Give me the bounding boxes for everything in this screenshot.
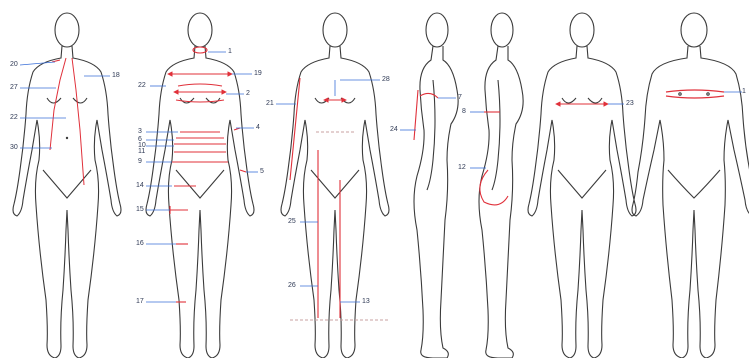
label-1: 1 [228,48,232,56]
label-30: 30 [10,144,18,152]
label-9: 9 [138,158,142,166]
label-5: 5 [260,168,264,176]
label-23: 23 [626,100,634,108]
label-3: 3 [138,128,142,136]
label-13: 13 [362,298,370,306]
label-26: 26 [288,282,296,290]
label-14: 14 [136,182,144,190]
figure-3-measurements [290,78,390,320]
label-18: 18 [112,72,120,80]
label-11: 11 [138,148,145,156]
figure-1-measurements [50,58,84,185]
label-16: 16 [136,240,144,248]
label-22: 22 [10,114,18,122]
figure-3-female-front [281,13,389,358]
figure-5-female-side [479,13,523,358]
figure-2-female-front [146,13,254,358]
figure-3-leaders [276,80,380,302]
label-4: 4 [256,124,260,132]
label-15: 15 [136,206,144,214]
label-25: 25 [288,218,296,226]
figure-7-measurements [666,90,724,98]
figure-6-female-back [528,13,636,358]
label-24: 24 [390,126,398,134]
label-12: 12 [458,164,466,172]
label-27: 27 [10,84,18,92]
label-2: 2 [246,90,250,98]
figure-5-measurements [480,112,508,205]
figure-4-leaders [400,98,456,130]
label-1-male: 1 [742,88,746,96]
figure-5-leaders [470,112,486,168]
figure-4-female-side [414,13,458,358]
label-8: 8 [462,108,466,116]
label-22: 22 [138,82,146,90]
label-20: 20 [10,61,18,69]
label-7: 7 [458,94,462,102]
label-19: 19 [254,70,262,78]
label-21: 21 [266,100,274,108]
label-17: 17 [136,298,144,306]
figure-7-male-front [632,13,749,358]
figure-1-female-front [13,13,121,358]
label-28: 28 [382,76,390,84]
figure-1-leaders [20,62,110,148]
